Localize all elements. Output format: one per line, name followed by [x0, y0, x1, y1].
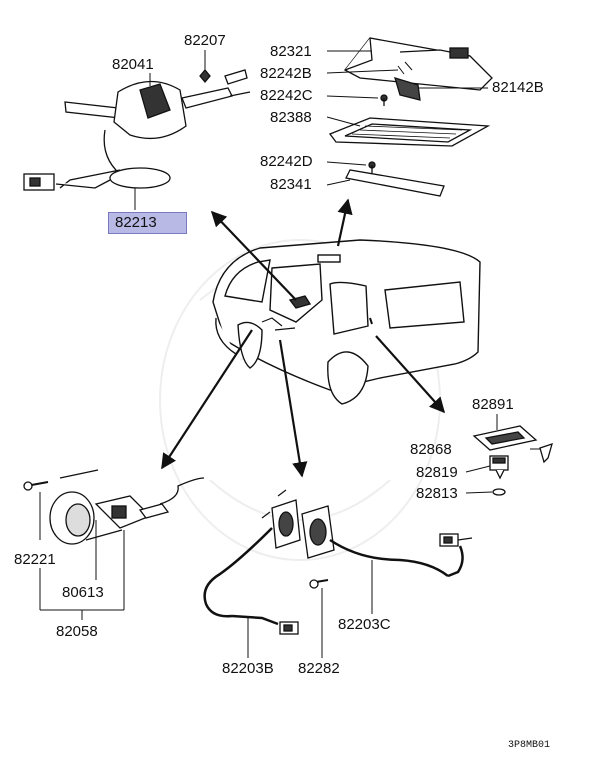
door-switch-parts [23, 469, 205, 545]
part-label-82207: 82207 [184, 32, 226, 49]
part-label-80613: 80613 [62, 584, 104, 601]
part-label-82242C: 82242C [260, 87, 313, 104]
part-label-82041: 82041 [112, 56, 154, 73]
bracket-lines-82058 [39, 492, 125, 620]
part-label-82813: 82813 [416, 485, 458, 502]
arrow-to-courtesy [375, 335, 446, 414]
harness-parts [203, 489, 473, 635]
part-label-82142B: 82142B [492, 79, 544, 96]
leader-82242D [326, 161, 367, 166]
part-label-82341: 82341 [270, 176, 312, 193]
courtesy-lamp-parts [472, 425, 553, 496]
part-label-82819: 82819 [416, 464, 458, 481]
part-label-82321: 82321 [270, 43, 312, 60]
part-label-82891: 82891 [472, 396, 514, 413]
arrow-to-harness [278, 339, 308, 478]
leader-82341 [326, 179, 351, 186]
part-label-82388: 82388 [270, 109, 312, 126]
part-label-82213-highlighted[interactable]: 82213 [108, 212, 187, 234]
leader-82813 [465, 491, 493, 494]
combination-switch [23, 68, 251, 191]
arrow-to-lamp [336, 198, 353, 247]
room-lamp-assembly [328, 37, 493, 197]
leader-82819 [465, 465, 491, 473]
part-label-82203B: 82203B [222, 660, 274, 677]
part-label-82221: 82221 [14, 551, 56, 568]
arrow-to-door-switch [161, 329, 253, 470]
leader-82388 [326, 116, 361, 127]
part-label-82868: 82868 [410, 441, 452, 458]
part-label-82242B: 82242B [260, 65, 312, 82]
part-label-82203C: 82203C [338, 616, 391, 633]
van-body [212, 239, 481, 405]
leader-82242C [326, 95, 379, 99]
part-label-82242D: 82242D [260, 153, 313, 170]
part-label-82058: 82058 [56, 623, 98, 640]
diagram-code: 3P8MB01 [508, 740, 551, 751]
leader-82242B [326, 69, 399, 74]
part-label-82282: 82282 [298, 660, 340, 677]
arrow-to-switch [210, 210, 297, 301]
